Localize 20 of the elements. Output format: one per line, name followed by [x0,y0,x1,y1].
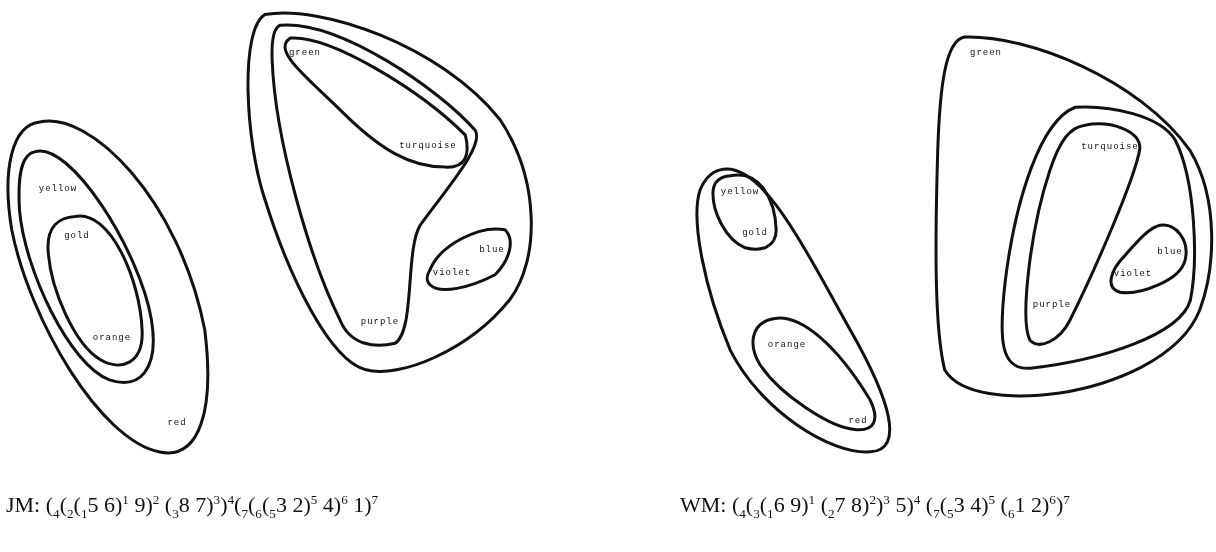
region-label: green [288,47,321,58]
region-label: orange [767,339,807,350]
region-label: yellow [38,183,78,194]
region-label: gold [64,230,90,241]
region-label: red [167,418,187,428]
region-label: purple [1032,299,1072,310]
region-label: blue [479,245,505,255]
cluster-formula: WM: ($_{4}$($_{3}$($_{1}$6 9)$^{1}$ ($_{2}$7 8)$^{2}$)$^{3}$ 5)$^{4}$ ($_{7}$($_{5}$3 4)$^{5}$ ($_{6}$1 2)$^{6}$)$^{7}$ [680,492,1070,522]
region-label: blue [1157,246,1183,257]
region-label: gold [742,227,768,238]
region-label: turquoise [399,140,457,151]
cluster-formula: JM: ($_{4}$($_{2}$($_{1}$5 6)$^{1}$ 9)$^{2}$ ($_{3}$8 7)$^{3}$)$^{4}$($_{7}$($_{6}$($_{5}$3 2)$^{5}$ 4)$^{6}$ 1)$^{7}$ [6,492,379,522]
region-label: purple [360,317,400,327]
region-label: red [848,415,868,426]
region-label: turquoise [1081,141,1139,152]
region-label: orange [92,332,132,343]
region-label: violet [1113,268,1153,279]
region-label: yellow [720,186,760,197]
region-label: violet [432,268,472,278]
region-label: green [970,48,1002,58]
